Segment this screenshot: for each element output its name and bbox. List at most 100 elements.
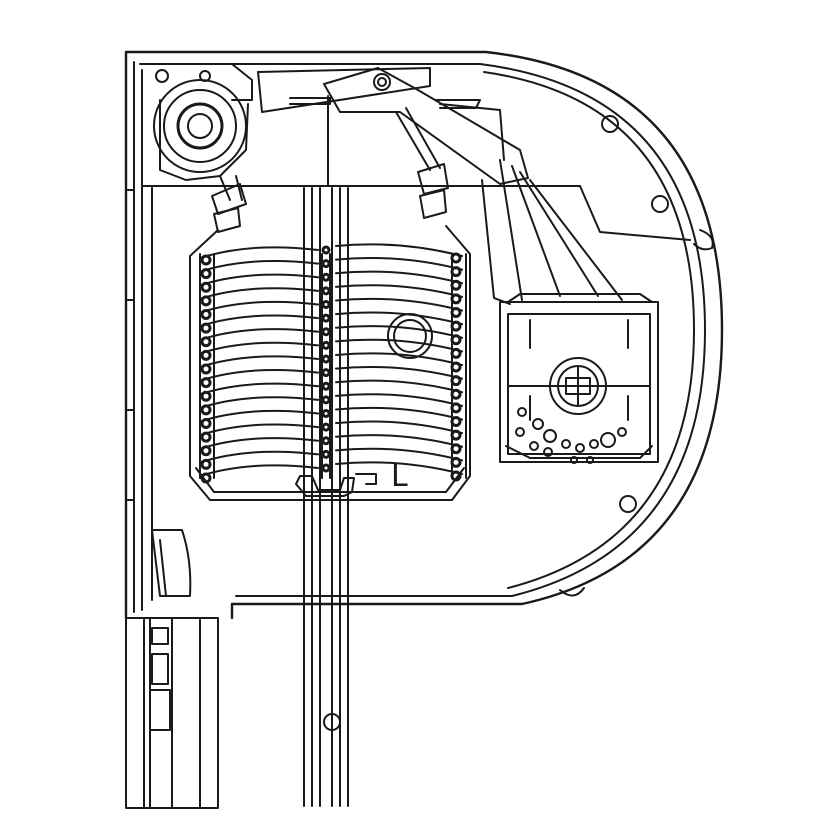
ladder-rung-center: [321, 300, 331, 309]
ladder-rung-right: [450, 375, 462, 387]
ladder-rung-right: [450, 279, 462, 291]
terminal-dot: [600, 432, 616, 448]
bottom-rail-clip: [295, 475, 355, 497]
ladder-rung-left: [200, 363, 212, 375]
slat: [199, 257, 463, 273]
screw-icon: [601, 115, 619, 133]
screw-icon: [651, 195, 669, 213]
ladder-rung-left: [200, 472, 212, 484]
terminal-dot: [570, 456, 578, 464]
ladder-rung-left: [200, 377, 212, 389]
terminal-dot: [561, 439, 571, 449]
slat: [199, 325, 463, 341]
ladder-rung-center: [321, 340, 331, 350]
ladder-rung-center: [321, 368, 331, 378]
slat: [199, 379, 463, 396]
slat-stack: [199, 243, 467, 484]
ladder-rung-right: [450, 470, 462, 482]
ladder-rung-center: [321, 272, 331, 282]
ladder-rung-center: [321, 354, 331, 364]
ladder-rung-right: [450, 293, 462, 305]
window-frame: [125, 529, 219, 809]
slat: [199, 393, 463, 409]
slat: [199, 420, 463, 437]
slat-label: L: [391, 459, 408, 494]
cover-bend: [579, 185, 691, 241]
screw-icon: [619, 495, 637, 513]
ladder-rung-left: [200, 322, 212, 334]
terminal-dot: [543, 429, 557, 443]
ladder-rung-right: [450, 307, 462, 318]
terminal-dot: [529, 441, 539, 451]
shaft-coupling: [549, 357, 607, 415]
ladder-rung-left: [200, 431, 212, 443]
ladder-rung-left: [200, 390, 212, 402]
ladder-rung-center: [321, 409, 331, 418]
slat-hook: [355, 473, 377, 485]
control-box: [499, 293, 659, 463]
terminal-dot: [589, 439, 599, 449]
slat: [199, 243, 463, 259]
access-hole-inner: [393, 319, 427, 353]
ladder-rung-right: [450, 429, 462, 441]
tilt-arm: [257, 67, 529, 187]
terminal-dot: [543, 447, 553, 457]
ladder-rung-left: [200, 445, 212, 457]
ladder-rung-center: [321, 463, 331, 473]
housing-lug: [559, 587, 585, 597]
housing-inner-arc-2: [483, 71, 695, 589]
ladder-rung-center: [321, 436, 331, 446]
slat: [199, 297, 463, 314]
terminal-group: [515, 407, 627, 464]
slat: [199, 434, 463, 450]
terminal-dot: [586, 456, 594, 464]
ladder-rung-left: [200, 349, 212, 361]
slat: [199, 338, 463, 355]
ladder-cords: [211, 107, 449, 233]
left-wall: [125, 61, 153, 613]
slat: [199, 461, 463, 477]
screw-icon: [323, 713, 341, 731]
slat: [199, 406, 463, 423]
ladder-rung-center: [321, 449, 331, 459]
slat: [199, 284, 463, 300]
ladder-rung-left: [200, 418, 212, 429]
slat: [199, 366, 463, 382]
ladder-rung-left: [200, 268, 212, 280]
ladder-rung-center: [321, 245, 331, 255]
terminal-dot: [515, 427, 525, 437]
ladder-rung-right: [450, 443, 462, 455]
motor-pulley: [153, 79, 249, 181]
corner-screw-icon: [155, 69, 169, 83]
terminal-dot: [575, 443, 585, 453]
terminal-dot: [617, 427, 627, 437]
ladder-rung-center: [321, 286, 331, 296]
ladder-rung-left: [200, 295, 212, 307]
housing-lug: [693, 229, 714, 251]
ladder-rung-center: [321, 313, 331, 323]
ladder-rung-right: [450, 320, 462, 332]
ladder-rung-center: [321, 395, 331, 405]
ladder-rung-left: [200, 281, 212, 293]
corner-bracket: [143, 63, 253, 101]
housing-inner-arc: [139, 63, 706, 597]
ladder-rung-left: [200, 254, 212, 266]
terminal-dot: [517, 407, 527, 417]
ladder-rung-right: [450, 252, 462, 264]
ladder-rung-left: [200, 309, 212, 320]
housing-outer: [124, 50, 724, 620]
cable-harness: [439, 103, 623, 305]
ladder-rung-left: [200, 404, 212, 416]
ladder-rung-right: [450, 456, 462, 468]
ladder-rung-center: [321, 381, 331, 391]
ladder-rung-left: [200, 458, 212, 470]
hinge-pin-icon: [373, 73, 391, 91]
ladder-rung-right: [450, 361, 462, 373]
hinge-pin-icon: [377, 77, 387, 87]
ladder-rung-right: [450, 334, 462, 346]
ladder-rung-center: [321, 259, 331, 269]
ladder-rung-right: [450, 266, 462, 278]
access-hole: [387, 313, 433, 359]
slat: [199, 311, 463, 328]
